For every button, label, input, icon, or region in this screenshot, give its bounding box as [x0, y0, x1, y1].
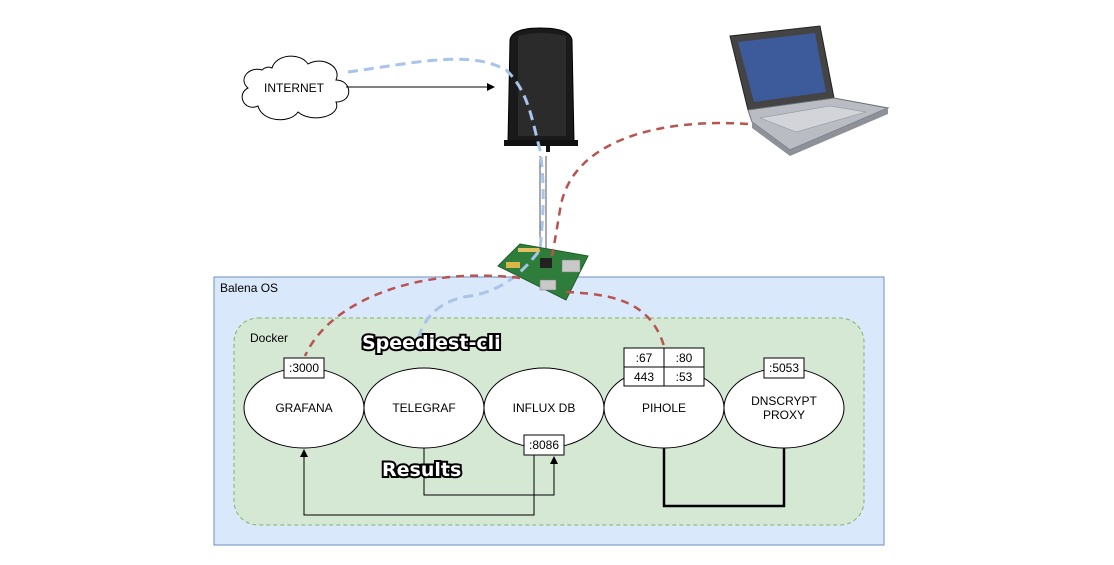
grafana-port-box: :3000 [283, 357, 325, 379]
docker-label: Docker [250, 331, 288, 345]
pihole-port-443: 443 [634, 370, 654, 384]
dnscrypt-port: :5053 [769, 361, 799, 375]
influxdb-to-grafana-connector [300, 449, 535, 516]
balena-os-label: Balena OS [220, 281, 278, 295]
internet-label: INTERNET [264, 81, 325, 95]
internet-cloud-icon: INTERNET [241, 55, 350, 121]
telegraf-node: TELEGRAF [363, 367, 485, 449]
pihole-label: PIHOLE [642, 401, 686, 415]
pihole-dnscrypt-connector [662, 448, 786, 508]
dnscrypt-proxy-node: DNSCRYPT PROXY [723, 367, 845, 449]
dnscrypt-label-line1: DNSCRYPT [751, 394, 817, 408]
grafana-node: GRAFANA [243, 367, 365, 449]
laptop-to-pi-link [550, 121, 749, 257]
dnscrypt-label-line2: PROXY [763, 408, 805, 422]
influxdb-port: :8086 [529, 438, 559, 452]
pihole-port-table: :67 :80 443 :53 [623, 347, 705, 387]
influxdb-node: INFLUX DB [483, 367, 605, 449]
speedtest-cli-label: Speediest-cli [362, 332, 501, 354]
dnscrypt-port-box: :5053 [763, 357, 805, 379]
influxdb-port-box: :8086 [523, 434, 565, 456]
pihole-port-80: :80 [676, 351, 693, 365]
laptop-icon [729, 25, 890, 156]
pi-to-pihole-link [565, 290, 666, 347]
raspberry-pi-icon [497, 243, 589, 301]
results-label: Results [382, 459, 461, 481]
router-icon [504, 27, 578, 152]
telegraf-label: TELEGRAF [392, 401, 455, 415]
influxdb-label: INFLUX DB [513, 401, 576, 415]
telegraf-to-influxdb-connector [423, 448, 558, 496]
grafana-port: :3000 [289, 361, 319, 375]
grafana-label: GRAFANA [275, 401, 332, 415]
pihole-port-67: :67 [636, 351, 653, 365]
speedtest-traffic-path [347, 57, 545, 351]
pihole-port-53: :53 [676, 370, 693, 384]
